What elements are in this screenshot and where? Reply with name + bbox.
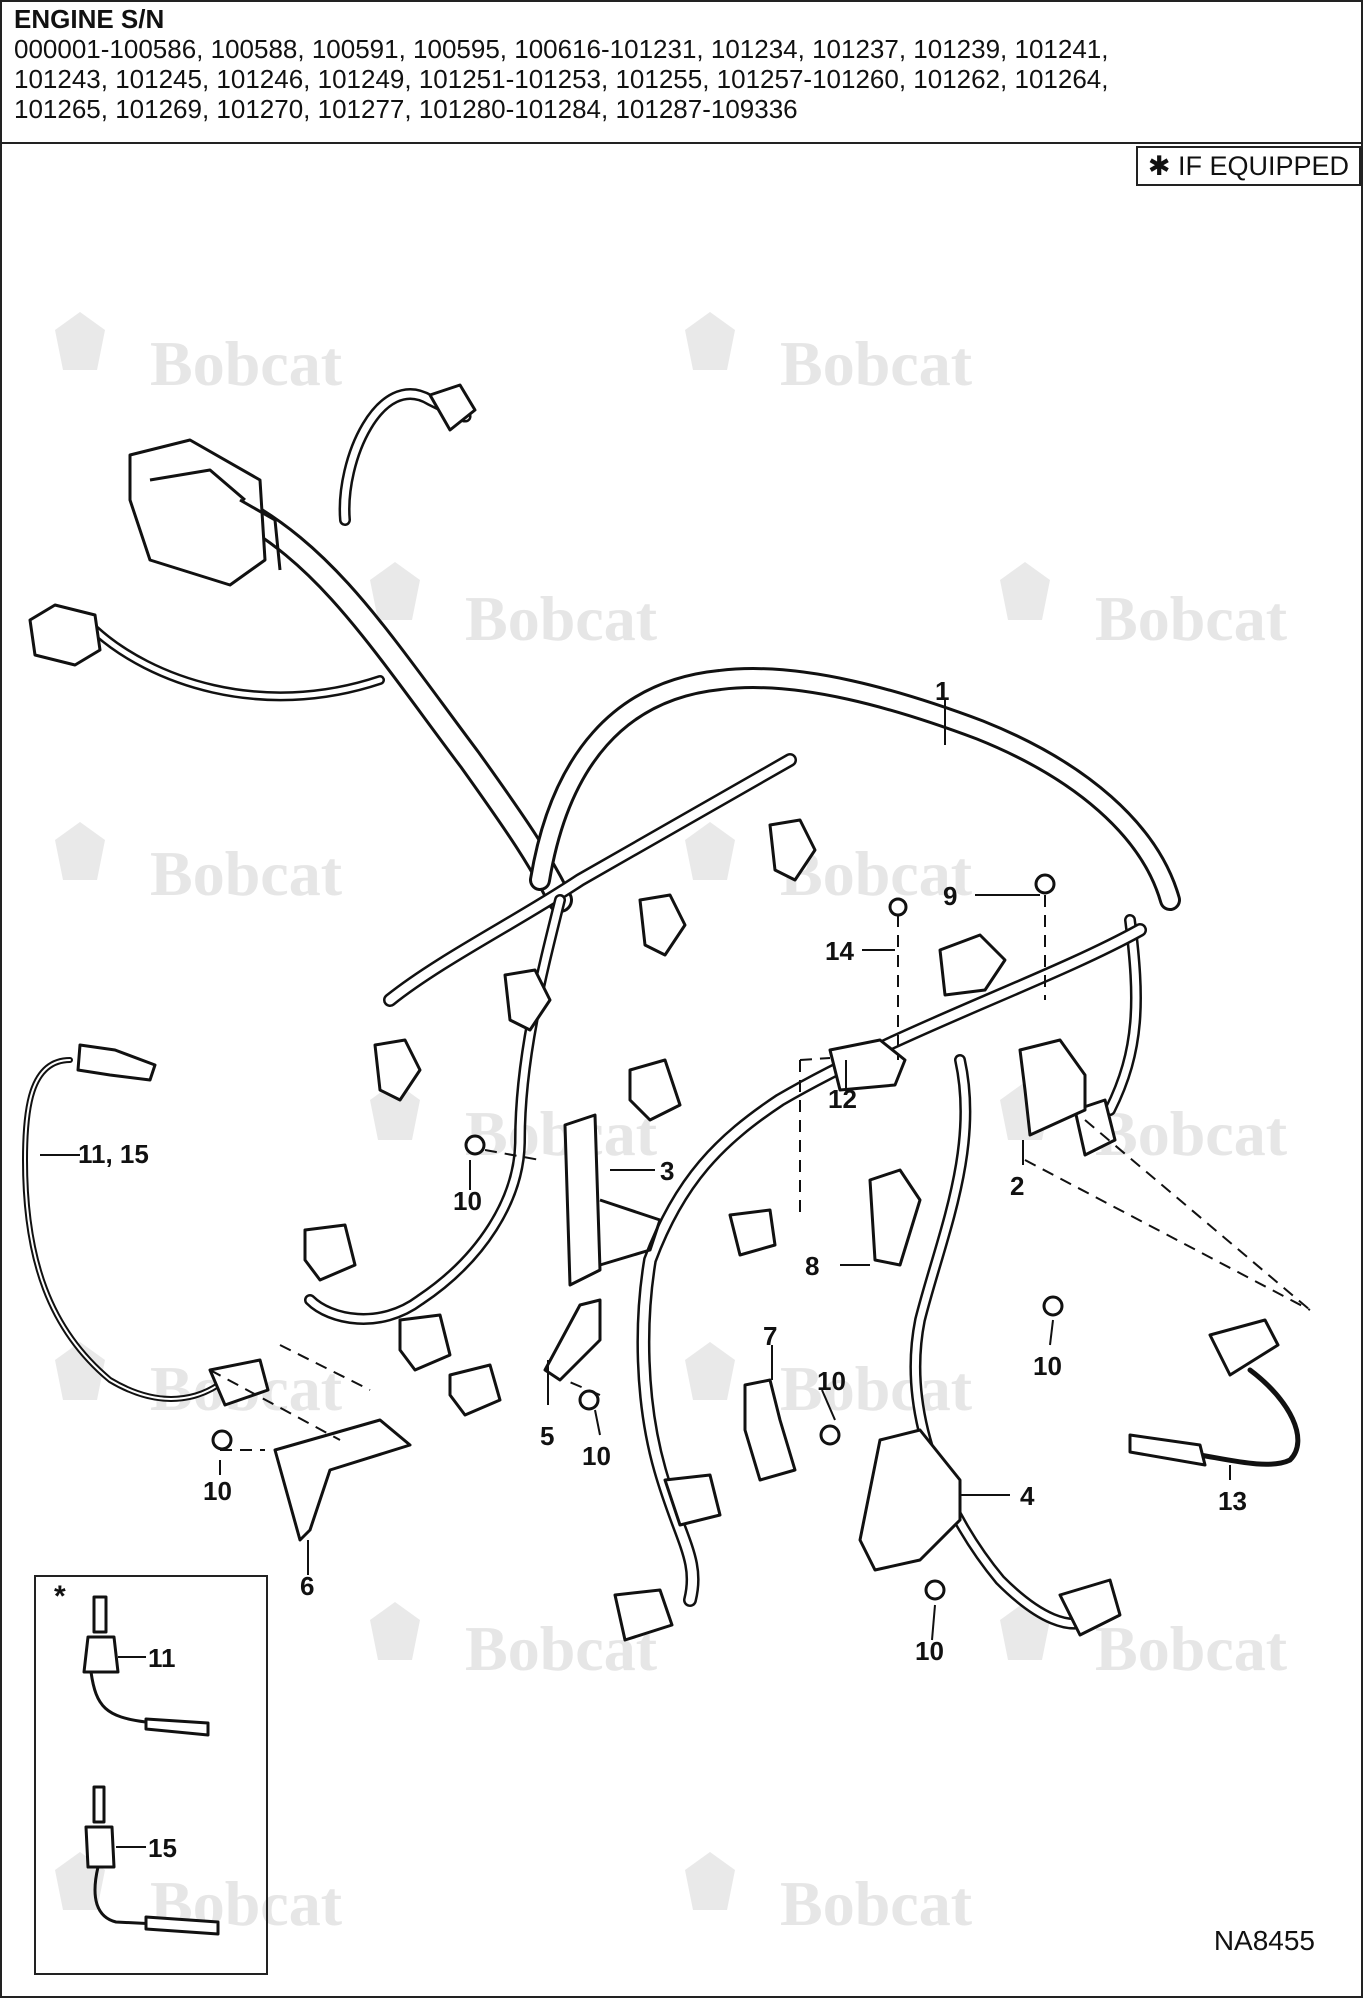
if-equipped-inset: 11 15 [34,1575,268,1975]
inset-callout-15: 15 [148,1833,177,1863]
top-connector-icon [428,383,477,432]
watermark-text: Bobcat [150,838,343,909]
inset-marker: * [54,1580,66,1613]
serial-line-3: 101265, 101269, 101270, 101277, 101280-1… [14,94,798,124]
injector-connector-icon [373,818,817,1102]
callouts: 1 2 3 4 5 7 6 8 9 12 13 14 11, 15 10 10 … [78,676,1247,1666]
bracket-2-icon [1018,1038,1087,1137]
if-equipped-legend: ✱ IF EQUIPPED [1135,146,1361,186]
callout-10: 10 [1033,1351,1062,1381]
callout-3: 3 [660,1156,674,1186]
bracket-6-icon [273,1418,412,1542]
callout-5: 5 [540,1421,554,1451]
sensor-15-icon [84,1785,220,1936]
callout-10: 10 [915,1636,944,1666]
callout-9: 9 [943,881,957,911]
watermark-text: Bobcat [780,328,973,399]
inset-callout-11: 11 [148,1643,176,1673]
harness-connectors [28,383,1280,1642]
callout-10: 10 [203,1476,232,1506]
watermark-text: Bobcat [465,583,658,654]
ecu-connector-icon [128,438,282,587]
callout-4: 4 [1020,1481,1035,1511]
callout-12: 12 [828,1084,857,1114]
watermark-text: Bobcat [1095,1098,1288,1169]
sensor-9-connector-icon [938,933,1007,997]
map-sensor-icon [828,1038,907,1092]
callout-2: 2 [1010,1171,1024,1201]
callout-6-7: 7 [763,1321,777,1351]
watermark-text: Bobcat [465,1098,658,1169]
watermark-text: Bobcat [780,1353,973,1424]
serial-line-1: 000001-100586, 100588, 100591, 100595, 1… [14,34,1109,64]
callout-8: 8 [805,1251,819,1281]
header-title: ENGINE S/N [14,4,165,34]
wiring-harness-diagram: Bobcat Bobcat Bobcat Bobcat Bobcat Bobca… [22,312,1311,1939]
callout-13: 13 [1218,1486,1247,1516]
bracket-4-icon [858,1428,962,1572]
callout-11-15: 11, 15 [78,1139,149,1169]
assembly-guide-lines [209,895,1311,1451]
inset-sensors-diagram: 11 15 [82,1595,220,1936]
bracket-7-icon [743,1378,797,1482]
left-connector-icon [28,603,102,667]
engine-sn-header: ENGINE S/N 000001-100586, 100588, 100591… [0,0,1363,144]
callout-14: 14 [825,936,854,966]
bracket-8-icon [868,1168,922,1267]
sensor-11-icon [82,1595,210,1737]
watermark-text: Bobcat [1095,583,1288,654]
watermark-text: Bobcat [1095,1613,1288,1684]
callout-1: 1 [935,676,949,706]
sensor-13-icon [1128,1318,1280,1467]
sensor-connector-icon [208,1058,1122,1642]
watermark-text: Bobcat [780,1868,973,1939]
sensor-11-15-icon [76,1043,157,1082]
watermark-layer: Bobcat Bobcat Bobcat Bobcat Bobcat Bobca… [55,312,1288,1939]
bracket-5-icon [543,1298,602,1382]
screw-icon [211,873,1064,1601]
watermark-logo-icon [55,312,1050,1910]
callout-10: 10 [817,1366,846,1396]
callout-10: 10 [453,1186,482,1216]
watermark-text: Bobcat [150,328,343,399]
bracket-3-icon [563,1113,662,1287]
drawing-number: NA8455 [1213,1925,1315,1956]
serial-line-2: 101243, 101245, 101246, 101249, 101251-1… [14,64,1109,94]
callout-leaders [40,700,1231,1641]
callout-10: 10 [582,1441,611,1471]
callout-6: 6 [300,1571,314,1601]
